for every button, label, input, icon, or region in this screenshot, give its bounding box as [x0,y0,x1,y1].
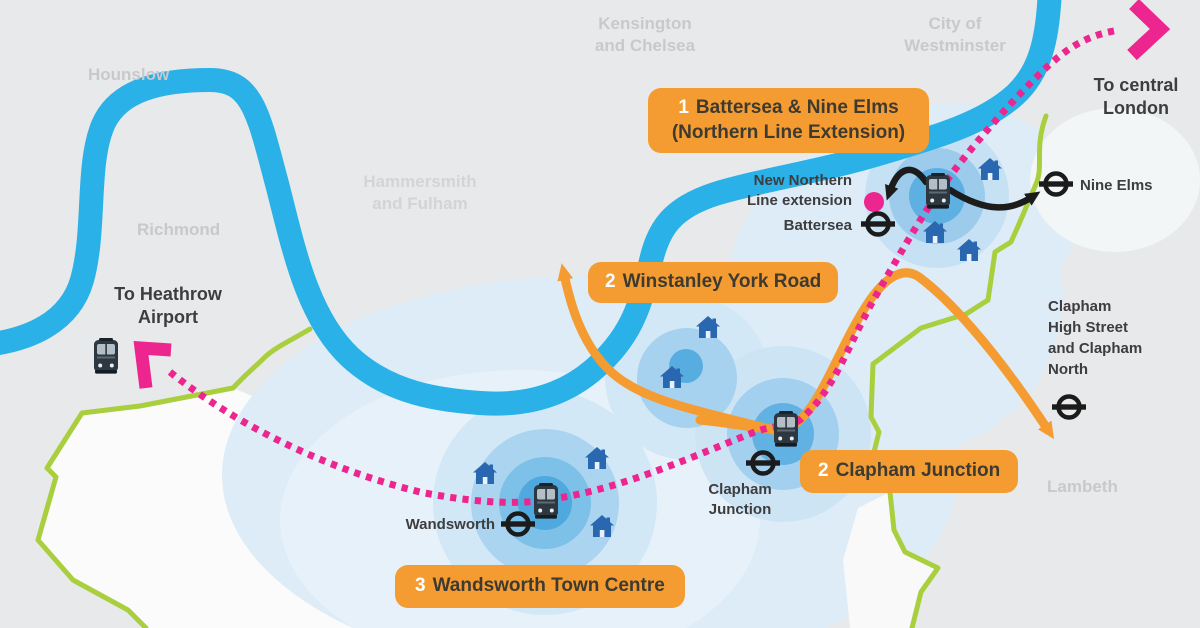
battersea-train-icon [926,173,950,209]
callout-number: 2 [605,271,616,292]
borough-label-lambeth: Lambeth [1047,477,1118,496]
clapham-junction-train-icon [774,411,798,447]
clapham-junction-station-label: Clapham Junction [708,481,772,518]
wandsworth-train-icon [534,483,558,519]
callout-number: 1 [678,97,689,118]
crossrail-dotted-route [167,26,1121,506]
heathrow-train-icon [94,338,118,374]
clapham-high-roundel-icon [1052,397,1086,418]
clapham-high-street-label: Clapham High Street and Clapham North [1048,298,1143,378]
to-central-london-arrow [1127,0,1171,61]
battersea-station-label: Battersea [783,217,852,234]
new-northern-line-label: New Northern Line extension [746,172,852,209]
interchange-arrows [885,166,1041,211]
to-heathrow-arrow [133,340,172,389]
arrow-to-battersea [885,166,930,201]
arrow-to-nine-elms [946,186,1041,211]
borough-boundary [35,113,1049,628]
to-central-london-label: To central London [1093,75,1179,118]
borough-label-hounslow: Hounslow [88,65,170,84]
borough-label-richmond: Richmond [137,220,221,239]
borough-area-southeast [843,492,938,628]
route-winstanley [557,263,785,437]
to-heathrow-label: To Heathrow Airport [114,284,222,327]
callout-number: 3 [415,575,426,596]
new-station-dot [864,192,884,212]
borough-label-kensington: Kensington and Chelsea [594,14,696,56]
wandsworth-station-label: Wandsworth [405,516,495,533]
nine-elms-station-label: Nine Elms [1080,177,1153,194]
callout-number: 2 [818,460,829,481]
borough-label-hammersmith: Hammersmith and Fulham [363,172,477,214]
borough-label-westminster: City of Westminster [904,14,1006,56]
